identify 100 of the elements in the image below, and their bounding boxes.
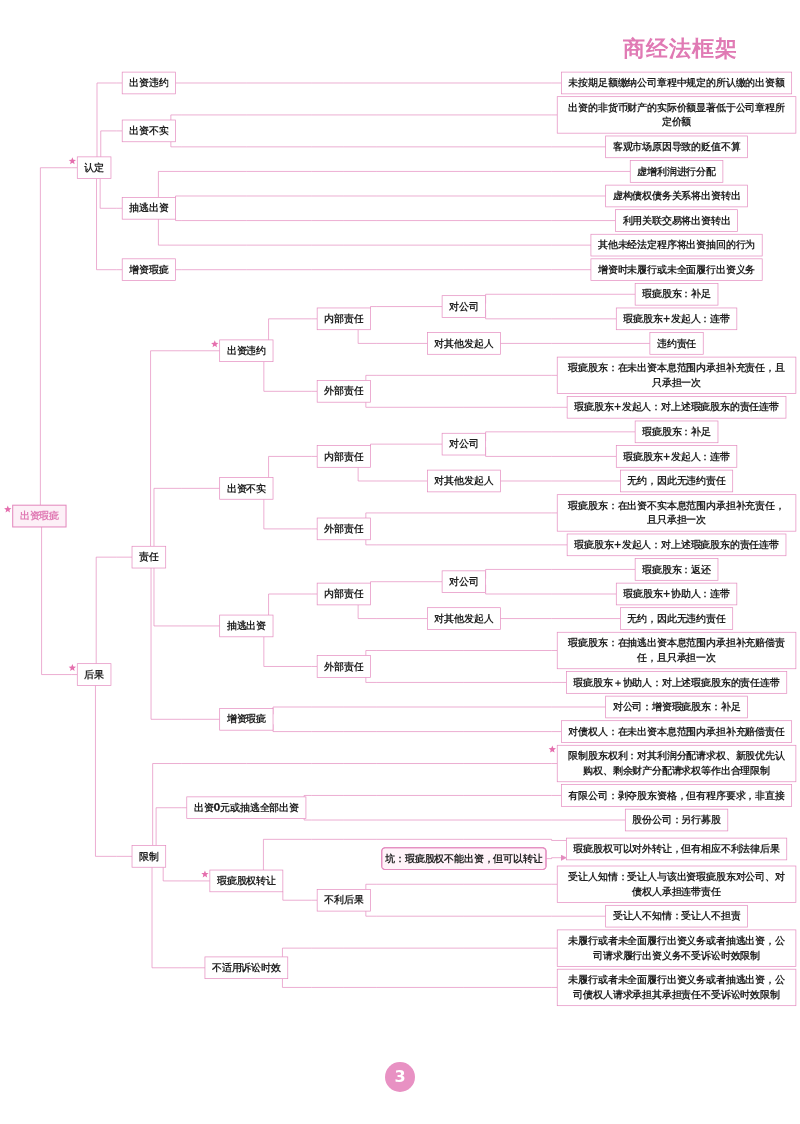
node-box: 后果 — [76, 663, 112, 686]
node-box: 内部责任 — [316, 582, 371, 606]
connector — [175, 82, 562, 84]
connector — [95, 685, 133, 857]
node-box: 增资瑕疵 — [121, 258, 176, 281]
node-box: 对公司 — [441, 295, 486, 318]
node-box: 瑕疵股东＋协助人：对上述瑕疵股东的责任连带 — [566, 671, 788, 694]
connector — [370, 306, 443, 310]
node-box: 出资不实 — [219, 477, 274, 500]
connector — [100, 130, 123, 158]
node-box: 未履行或者未全面履行出资义务或者抽逃出资，公司请求履行出资义务不受诉讼时效限制 — [556, 929, 797, 967]
connector — [282, 978, 558, 988]
connector — [151, 866, 206, 969]
node-box: 股份公司：另行募股 — [624, 808, 729, 832]
connector — [370, 443, 443, 447]
connector — [95, 556, 133, 664]
running-header: 商经法框架 — [623, 35, 738, 63]
node-box: 瑕疵股东：补足 — [634, 420, 719, 444]
node-box: 瑕疵股东+协助人：连带 — [615, 582, 738, 606]
connector — [282, 947, 558, 958]
node-box: 外部责任 — [316, 517, 371, 541]
node-box: 外部责任 — [316, 380, 371, 403]
connector — [170, 141, 606, 148]
connector — [500, 343, 651, 344]
node-box: 瑕疵股东：在抽逃出资本息范围内承担补充赔偿责任，且只承担一次 — [556, 631, 797, 670]
node-box: 不利后果 — [316, 889, 371, 912]
connector — [365, 910, 606, 917]
node-box: 瑕疵股东：在未出资本息范围内承担补充责任，且只承担一次 — [556, 356, 797, 394]
connector — [357, 466, 428, 482]
connector — [158, 171, 631, 198]
connector — [365, 512, 558, 519]
connector — [282, 891, 318, 901]
node-box: 瑕疵股东+发起人：连带 — [615, 445, 738, 468]
connector — [40, 167, 78, 506]
connector — [162, 866, 211, 882]
connector — [99, 178, 123, 209]
node-box: 有限公司：剥夺股东资格，但有程序要求，非直接 — [561, 784, 793, 807]
node-box: 瑕疵股权可以对外转让，但有相应不利法律后果 — [566, 837, 788, 861]
node-box: 出资瑕疵 — [12, 504, 67, 528]
node-box: 出资违约 — [121, 71, 176, 95]
node-box: 瑕疵股东+发起人：对上述瑕疵股东的责任连带 — [566, 396, 787, 419]
node-box: 出资0元或抽逃全部出资 — [186, 796, 307, 819]
connector — [158, 218, 592, 246]
node-box: 利用关联交易将出资转出 — [615, 209, 738, 232]
node-box: 其他未经法定程序将出资抽回的行为 — [590, 233, 763, 257]
node-box: 对公司 — [441, 432, 486, 456]
connector — [96, 178, 123, 271]
connector — [150, 350, 221, 547]
node-box: 增资瑕疵 — [219, 708, 274, 731]
node-box: 未履行或者未全面履行出资义务或者抽逃出资，公司债权人请求承担其承担责任不受诉讼时效限制 — [556, 968, 797, 1007]
node-box: 违约责任 — [649, 332, 704, 355]
node-box: 对债权人：在未出资本息范围内承担补充赔偿责任 — [561, 720, 793, 743]
node-box: 增资时未履行或未全面履行出资义务 — [590, 258, 763, 281]
node-box: 瑕疵股东：在出资不实本息范围内承担补充责任，且只承担一次 — [556, 494, 797, 532]
connector — [268, 593, 318, 616]
connector — [500, 618, 621, 619]
connector — [153, 488, 221, 547]
connector — [303, 818, 626, 821]
connector — [155, 807, 188, 846]
connector — [365, 401, 568, 408]
node-box: 对其他发起人 — [427, 607, 501, 630]
node-box: 限制 — [131, 845, 167, 868]
connector — [268, 318, 318, 341]
connector — [357, 329, 428, 344]
node-box: 出资的非货币财产的实际价额显著低于公司章程所定价额 — [556, 96, 797, 134]
node-box: 对其他发起人 — [427, 469, 501, 493]
node-box: 对公司：增资瑕疵股东：补足 — [605, 695, 748, 719]
node-box: 瑕疵股权转让 — [209, 869, 284, 893]
node-box: 限制股东权利：对其利润分配请求权、新股优先认购权、剩余财产分配请求权等作出合理限制 — [556, 744, 797, 783]
node-box: 内部责任 — [316, 445, 371, 468]
node-box: 无约，因此无违约责任 — [620, 469, 734, 493]
node-box: 对公司 — [441, 570, 486, 593]
connector — [263, 361, 318, 392]
node-box: 外部责任 — [316, 655, 371, 678]
connector — [96, 82, 123, 158]
connector — [175, 218, 616, 221]
node-box: 未按期足额缴纳公司章程中规定的所认缴的出资额 — [561, 71, 793, 95]
node-box: 不适用诉讼时效 — [204, 956, 289, 979]
node-box: 出资违约 — [219, 339, 274, 362]
connector — [263, 498, 318, 530]
node-box: 对其他发起人 — [427, 332, 501, 355]
node-box: 责任 — [131, 545, 167, 569]
node-box: 虚构债权债务关系将出资转出 — [605, 184, 748, 208]
connector — [365, 677, 567, 683]
node-box: 虚增利润进行分配 — [629, 160, 724, 183]
connector — [153, 567, 221, 627]
connector — [365, 539, 568, 546]
node-box: 无约，因此无违约责任 — [620, 607, 734, 630]
connector — [357, 604, 428, 619]
connector — [175, 195, 606, 199]
connector — [365, 650, 558, 656]
node-box: 瑕疵股东：返还 — [634, 558, 719, 581]
node-box: 抽逃出资 — [121, 197, 176, 220]
node-box: 出资不实 — [121, 119, 176, 143]
page-number: 3 — [385, 1062, 415, 1092]
connector — [152, 763, 558, 846]
node-box: 抽逃出资 — [219, 614, 274, 638]
connector — [263, 636, 318, 667]
connector — [170, 114, 558, 121]
connector — [150, 567, 221, 720]
